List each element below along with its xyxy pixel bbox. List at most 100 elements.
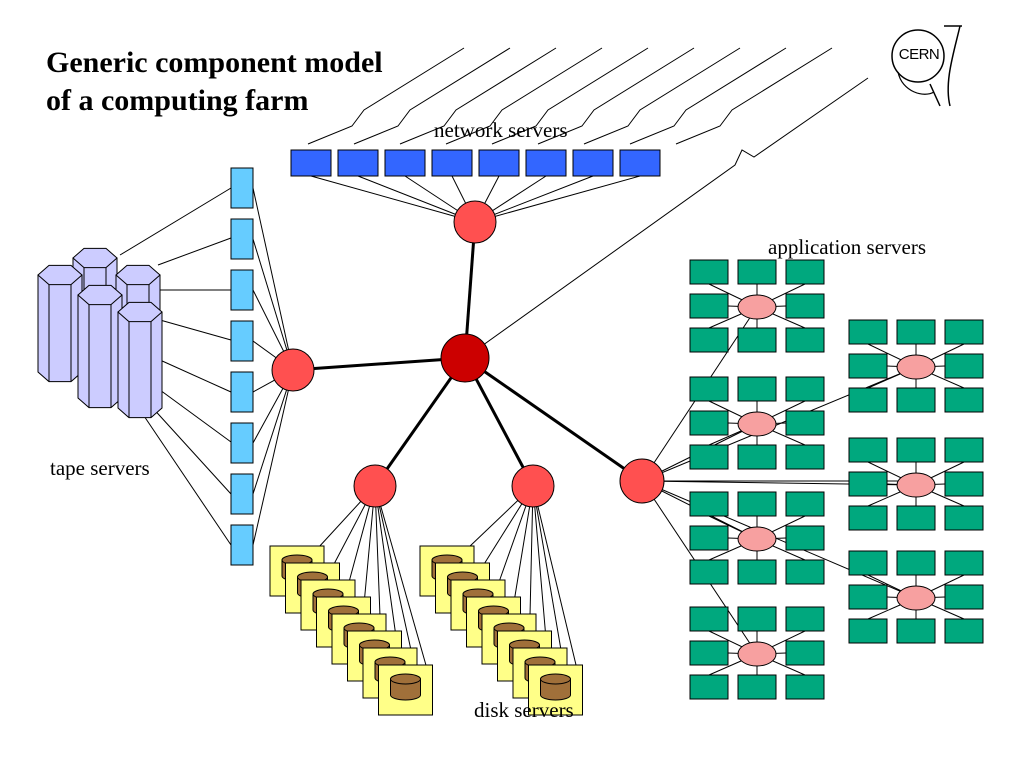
title-line-2: of a computing farm bbox=[46, 84, 309, 117]
app-server bbox=[785, 293, 825, 319]
links bbox=[119, 175, 917, 668]
app-server bbox=[737, 327, 777, 353]
silo-link bbox=[159, 319, 232, 341]
wan-link bbox=[399, 47, 557, 145]
app-server bbox=[689, 376, 729, 402]
app-server bbox=[848, 437, 888, 463]
app-cluster bbox=[848, 319, 984, 413]
silo-top bbox=[77, 284, 123, 306]
app-server bbox=[689, 327, 729, 353]
app-server bbox=[896, 437, 936, 463]
tape-silo bbox=[117, 301, 163, 419]
wan-link bbox=[353, 47, 511, 145]
tape-server bbox=[230, 371, 254, 413]
tape-silo bbox=[77, 284, 123, 409]
app-server bbox=[785, 640, 825, 666]
tape-link bbox=[252, 238, 294, 371]
app-server bbox=[785, 559, 825, 585]
cern-logo: CERN bbox=[884, 22, 964, 112]
app-server bbox=[785, 259, 825, 285]
app-server bbox=[896, 550, 936, 576]
disk-server bbox=[378, 664, 433, 716]
app-server bbox=[944, 618, 984, 644]
application-servers bbox=[689, 259, 984, 700]
network-servers-label: network servers bbox=[434, 118, 568, 142]
disk-link bbox=[374, 485, 381, 617]
disk-drum bbox=[540, 678, 571, 701]
app-server bbox=[737, 444, 777, 470]
app-server bbox=[689, 491, 729, 517]
wan-link bbox=[491, 47, 649, 145]
silo-link bbox=[119, 187, 232, 256]
app-server bbox=[848, 618, 888, 644]
app-server bbox=[896, 618, 936, 644]
app-server bbox=[785, 376, 825, 402]
tape-server bbox=[230, 473, 254, 515]
network-server bbox=[525, 149, 567, 177]
network-server bbox=[337, 149, 379, 177]
tape-silos bbox=[37, 247, 163, 419]
network-link bbox=[310, 175, 476, 223]
disk-drum bbox=[390, 678, 421, 701]
app-cluster bbox=[848, 550, 984, 644]
app-server bbox=[689, 259, 729, 285]
app-server bbox=[848, 505, 888, 531]
cern-logo-text: CERN bbox=[898, 46, 940, 63]
app-server bbox=[785, 491, 825, 517]
app-server bbox=[944, 505, 984, 531]
app-server bbox=[689, 293, 729, 319]
wan-link bbox=[307, 47, 465, 145]
tape-server bbox=[230, 320, 254, 362]
core-switch bbox=[440, 333, 490, 383]
tape-server bbox=[230, 524, 254, 566]
silo-link bbox=[149, 404, 232, 495]
app-server bbox=[848, 550, 888, 576]
app-server bbox=[785, 444, 825, 470]
app-server bbox=[944, 387, 984, 413]
disk-link bbox=[529, 485, 534, 617]
disk-link bbox=[532, 485, 562, 651]
app-server bbox=[689, 410, 729, 436]
disk-link bbox=[374, 485, 396, 634]
wan-links bbox=[307, 47, 869, 359]
app-cluster bbox=[848, 437, 984, 531]
app-server bbox=[848, 387, 888, 413]
network-server bbox=[572, 149, 614, 177]
app-server bbox=[944, 437, 984, 463]
backbone-link bbox=[292, 356, 466, 372]
wan-link bbox=[537, 47, 695, 145]
app-server bbox=[689, 525, 729, 551]
wan-link-core bbox=[464, 77, 869, 359]
app-server bbox=[944, 471, 984, 497]
app-server bbox=[737, 376, 777, 402]
wan-link bbox=[445, 47, 603, 145]
app-server bbox=[737, 259, 777, 285]
disk-drum-top bbox=[540, 673, 571, 685]
app-server bbox=[896, 319, 936, 345]
silo-top bbox=[115, 264, 161, 286]
tape-server bbox=[230, 167, 254, 209]
silo-link bbox=[159, 389, 232, 443]
tape-servers-label: tape servers bbox=[50, 456, 150, 480]
app-server bbox=[689, 640, 729, 666]
wan-link bbox=[583, 47, 741, 145]
app-switch bbox=[896, 585, 936, 611]
app-server bbox=[944, 319, 984, 345]
app-server bbox=[737, 491, 777, 517]
app-server bbox=[848, 471, 888, 497]
app-switch bbox=[737, 641, 777, 667]
title-line-1: Generic component model bbox=[46, 46, 383, 79]
disk-link bbox=[532, 485, 546, 634]
silo-body bbox=[77, 294, 123, 409]
app-server bbox=[737, 559, 777, 585]
app-server bbox=[689, 444, 729, 470]
app-server bbox=[785, 674, 825, 700]
app-server bbox=[785, 410, 825, 436]
disk-switch-2 bbox=[511, 464, 555, 508]
silo-top bbox=[72, 247, 118, 269]
disk-servers bbox=[269, 545, 583, 716]
tape-switch bbox=[271, 348, 315, 392]
app-server bbox=[737, 674, 777, 700]
app-server bbox=[944, 353, 984, 379]
